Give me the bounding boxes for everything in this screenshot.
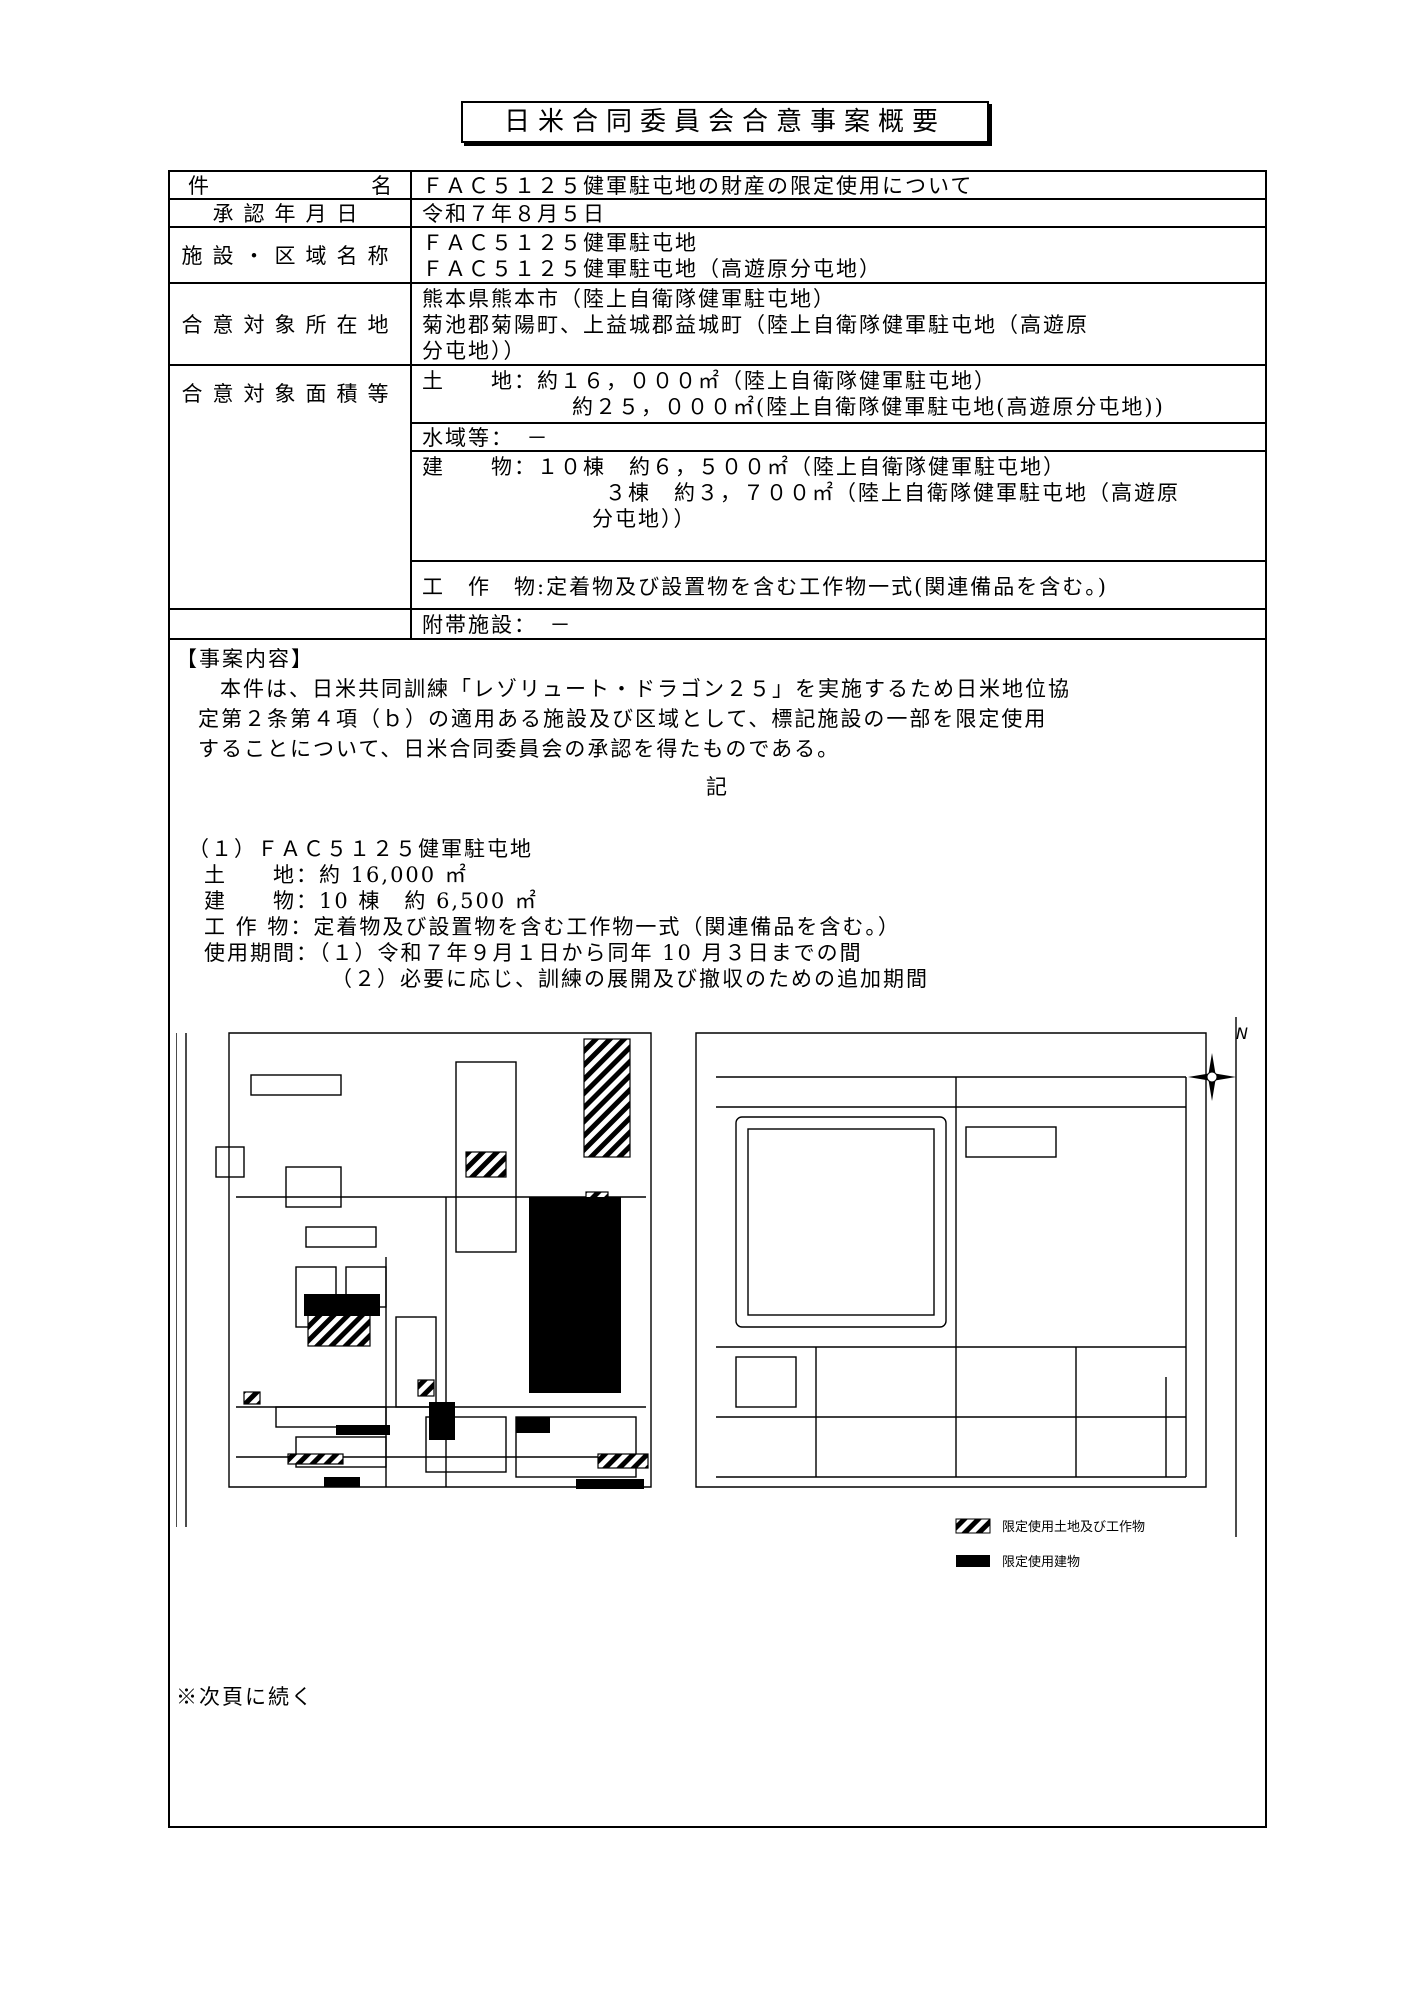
item-period-1: 使用期間：（１）令和７年９月１日から同年 10 月３日までの間 bbox=[204, 941, 863, 965]
solid-building-7 bbox=[576, 1479, 644, 1489]
facility-line-2: ＦＡＣ５１２５健軍駐屯地（高遊原分屯地） bbox=[422, 257, 882, 281]
item-section: （１）ＦＡＣ５１２５健軍駐屯地 土 地：約 16,000 ㎡ 建 物：10 棟 … bbox=[176, 836, 1259, 992]
content-para-1: 本件は、日米共同訓練「レゾリュート・ドラゴン２５」を実施するため日米地位協 bbox=[220, 677, 1071, 701]
value-location: 熊本県熊本市（陸上自衛隊健軍駐屯地） 菊池郡菊陽町、上益城郡益城町（陸上自衛隊健… bbox=[422, 286, 1259, 364]
area-works: 工 作 物:定着物及び設置物を含む工作物一式(関連備品を含む。) bbox=[412, 562, 1265, 610]
continued-note: ※次頁に続く bbox=[176, 1685, 314, 1709]
facility-line-1: ＦＡＣ５１２５健軍駐屯地 bbox=[422, 231, 698, 255]
location-line-1: 熊本県熊本市（陸上自衛隊健軍駐屯地） bbox=[422, 287, 836, 311]
land-line-1: 土 地：約１６，０００㎡（陸上自衛隊健軍駐屯地） bbox=[422, 369, 997, 393]
solid-building-6 bbox=[324, 1477, 360, 1487]
limited-buildings bbox=[304, 1197, 644, 1489]
site-map: N 限定使用土地及び工作物 限定使用建物 bbox=[176, 1017, 1248, 1570]
area-land: 土 地：約１６，０００㎡（陸上自衛隊健軍駐屯地） 約２５，０００㎡(陸上自衛隊健… bbox=[412, 366, 1265, 424]
label-name-a: 件 bbox=[188, 174, 209, 198]
area-water: 水域等： － bbox=[412, 424, 1265, 452]
content-section: 【事案内容】 本件は、日米共同訓練「レゾリュート・ドラゴン２５」を実施するため日… bbox=[176, 644, 1259, 764]
row-date: 承認年月日 令和７年８月５日 bbox=[170, 200, 1265, 228]
row-attached: 附帯施設： － bbox=[170, 610, 1265, 640]
row-facility: 施設・区域名称 ＦＡＣ５１２５健軍駐屯地 ＦＡＣ５１２５健軍駐屯地（高遊原分屯地… bbox=[170, 228, 1265, 284]
content-para-2: 定第２条第４項（ｂ）の適用ある施設及び区域として、標記施設の一部を限定使用 bbox=[198, 707, 1048, 731]
row-name: 件名 ＦＡＣ５１２５健軍駐屯地の財産の限定使用について bbox=[170, 172, 1265, 200]
item-land: 土 地：約 16,000 ㎡ bbox=[204, 863, 468, 887]
label-date: 承認年月日 bbox=[170, 200, 412, 226]
row-area: 合意対象面積等 土 地：約１６，０００㎡（陸上自衛隊健軍駐屯地） 約２５，０００… bbox=[170, 366, 1265, 610]
hatch-area-1 bbox=[583, 1038, 631, 1158]
item-building: 建 物：10 棟 約 6,500 ㎡ bbox=[204, 889, 538, 913]
building-line-1: 建 物：１０棟 約６，５００㎡（陸上自衛隊健軍駐屯地） bbox=[422, 455, 1066, 479]
building-line-2: ３棟 約３，７００㎡（陸上自衛隊健軍駐屯地（高遊原 bbox=[605, 481, 1180, 505]
hatch-area-6 bbox=[417, 1379, 435, 1397]
content-para-3: することについて、日米合同委員会の承認を得たものである。 bbox=[198, 737, 841, 761]
value-date: 令和７年８月５日 bbox=[422, 202, 606, 226]
legend-hatch-swatch bbox=[955, 1518, 991, 1534]
label-name-b: 名 bbox=[371, 174, 392, 198]
ki-marker: 記 bbox=[706, 775, 729, 799]
item-title: （１）ＦＡＣ５１２５健軍駐屯地 bbox=[188, 837, 533, 861]
legend-solid-swatch bbox=[956, 1555, 990, 1567]
label-location: 合意対象所在地 bbox=[170, 284, 412, 364]
solid-building-4 bbox=[516, 1417, 550, 1433]
hatch-area-8 bbox=[597, 1453, 649, 1469]
area-building: 建 物：１０棟 約６，５００㎡（陸上自衛隊健軍駐屯地） ３棟 約３，７００㎡（陸… bbox=[412, 452, 1265, 562]
label-facility: 施設・区域名称 bbox=[170, 228, 412, 282]
water-line: 水域等： － bbox=[422, 426, 550, 450]
legend-hatch-label: 限定使用土地及び工作物 bbox=[1002, 1519, 1145, 1535]
left-site-boundary bbox=[228, 1032, 652, 1488]
north-label: N bbox=[1236, 1024, 1248, 1043]
label-name: 件名 bbox=[170, 172, 412, 198]
works-line: 工 作 物:定着物及び設置物を含む工作物一式(関連備品を含む。) bbox=[422, 575, 1108, 599]
label-attached-empty bbox=[170, 610, 412, 638]
solid-building-5 bbox=[336, 1425, 390, 1435]
hatch-area-2 bbox=[465, 1151, 507, 1178]
location-line-2: 菊池郡菊陽町、上益城郡益城町（陸上自衛隊健軍駐屯地（高遊原 bbox=[422, 313, 1089, 337]
hatch-area-7 bbox=[287, 1453, 344, 1465]
hatch-area-4 bbox=[307, 1313, 371, 1347]
content-heading: 【事案内容】 bbox=[176, 647, 314, 671]
building-line-3: 分屯地）） bbox=[592, 507, 697, 531]
hatch-area-5 bbox=[243, 1391, 261, 1405]
item-period-2: （２）必要に応じ、訓練の展開及び撤収のための追加期間 bbox=[331, 967, 929, 991]
right-site-boundary bbox=[695, 1032, 1207, 1488]
summary-table: 件名 ＦＡＣ５１２５健軍駐屯地の財産の限定使用について 承認年月日 令和７年８月… bbox=[168, 170, 1267, 1828]
north-arrow-icon bbox=[1188, 1053, 1236, 1101]
solid-building-3 bbox=[429, 1402, 455, 1440]
value-attached: 附帯施設： － bbox=[422, 613, 573, 637]
row-location: 合意対象所在地 熊本県熊本市（陸上自衛隊健軍駐屯地） 菊池郡菊陽町、上益城郡益城… bbox=[170, 284, 1265, 366]
legend-solid-label: 限定使用建物 bbox=[1002, 1554, 1080, 1570]
solid-building-1 bbox=[529, 1197, 621, 1393]
land-line-2: 約２５，０００㎡(陸上自衛隊健軍駐屯地(高遊原分屯地)) bbox=[572, 395, 1165, 419]
label-area: 合意対象面積等 bbox=[170, 366, 412, 608]
item-works: 工 作 物：定着物及び設置物を含む工作物一式（関連備品を含む。） bbox=[204, 915, 901, 939]
document-title: 日米合同委員会合意事案概要 bbox=[461, 101, 989, 143]
solid-building-2 bbox=[304, 1294, 380, 1316]
location-line-3: 分屯地）） bbox=[422, 339, 527, 363]
value-name: ＦＡＣ５１２５健軍駐屯地の財産の限定使用について bbox=[422, 174, 974, 198]
value-facility: ＦＡＣ５１２５健軍駐屯地 ＦＡＣ５１２５健軍駐屯地（高遊原分屯地） bbox=[422, 230, 1259, 282]
